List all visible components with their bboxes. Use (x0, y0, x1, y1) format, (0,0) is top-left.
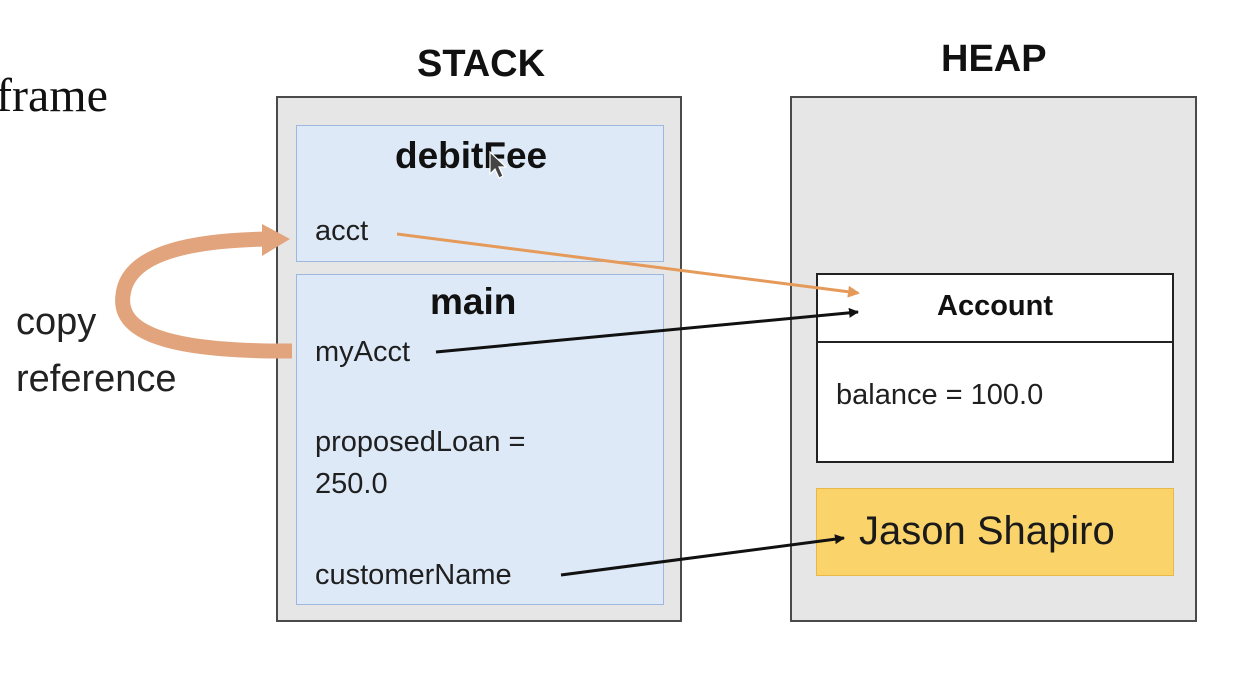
var-myacct: myAcct (315, 336, 411, 368)
main-frame-title: main (430, 281, 517, 322)
account-object-title: Account (937, 290, 1053, 322)
string-object-value: Jason Shapiro (859, 509, 1115, 553)
copy-reference-label-line-1: copy (16, 301, 97, 343)
var-customer-name: customerName (315, 559, 512, 591)
var-proposed-loan: proposedLoan = 250.0 (315, 426, 526, 501)
copy-reference-label: copy reference (16, 294, 177, 408)
mouse-cursor-icon (489, 150, 508, 179)
var-acct: acct (315, 215, 369, 247)
frame-word: frame (0, 69, 108, 122)
debitfee-frame-title: debitFee (395, 135, 548, 176)
account-balance-field: balance = 100.0 (836, 379, 1044, 411)
account-divider (818, 341, 1172, 343)
heap-title: HEAP (941, 38, 1047, 80)
copy-reference-label-line-2: reference (16, 358, 177, 400)
string-object: Jason Shapiro (816, 488, 1174, 576)
stack-title: STACK (417, 43, 546, 85)
account-object: Account balance = 100.0 (816, 273, 1174, 463)
